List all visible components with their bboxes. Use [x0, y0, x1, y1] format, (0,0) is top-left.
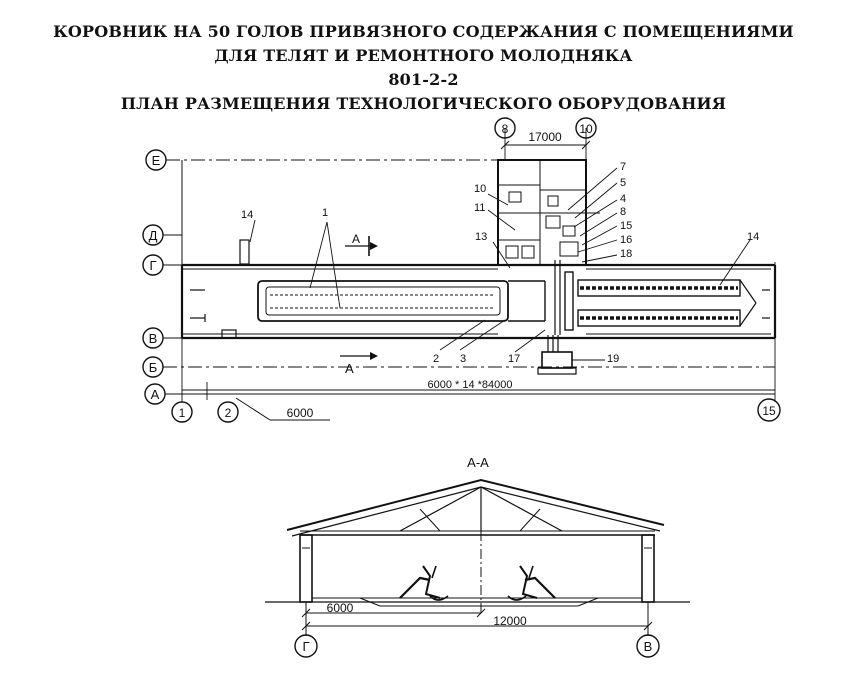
callout-19: 19 [607, 353, 619, 365]
callout-1: 1 [322, 207, 328, 219]
axis-label-d: Д [149, 228, 158, 243]
title-line-2: ДЛЯ ТЕЛЯТ И РЕМОНТНОГО МОЛОДНЯКА [214, 46, 633, 65]
axis-label-2: 2 [225, 406, 232, 420]
callout-3: 3 [460, 353, 466, 365]
title-line-3: 801-2-2 [388, 70, 459, 89]
section-dimensions: 6000 12000 [301, 601, 653, 636]
section-axis-v: В [644, 639, 653, 654]
axis-label-a: А [151, 387, 160, 402]
section-floor [265, 597, 690, 607]
section-axis-g: Г [302, 639, 309, 654]
title-line-1: КОРОВНИК НА 50 ГОЛОВ ПРИВЯЗНОГО СОДЕРЖАН… [53, 22, 794, 41]
callout-leaders [249, 167, 751, 361]
callout-17: 17 [508, 353, 520, 365]
callout-7: 7 [620, 161, 626, 173]
axis-label-b: Б [149, 360, 158, 375]
section-view: А-А [265, 455, 690, 658]
callout-8: 8 [620, 206, 626, 218]
dim-section-6000: 6000 [327, 601, 354, 615]
dim-section-12000: 12000 [493, 614, 527, 628]
dimensions: 17000 6000 * 14 *84000 6000 [182, 130, 775, 421]
axis-label-1: 1 [179, 406, 186, 420]
callout-10: 10 [474, 183, 486, 195]
axis-label-15: 15 [762, 404, 776, 418]
callout-15: 15 [620, 220, 632, 232]
section-axis-markers: Г В [294, 634, 660, 658]
callout-14-left: 14 [241, 209, 253, 221]
axis-label-v: В [149, 331, 158, 346]
axis-label-8: 8 [502, 122, 509, 136]
callout-4: 4 [620, 193, 626, 205]
dim-top-17000: 17000 [528, 130, 562, 144]
row-axis-markers: Е Д Г В Б А [142, 149, 167, 405]
section-feeders [399, 531, 556, 615]
callout-16: 16 [620, 234, 632, 246]
section-label-bottom: А [345, 361, 354, 376]
callout-18: 18 [620, 248, 632, 260]
column-axis-markers: 8 10 1 2 15 [171, 117, 781, 423]
dim-left-6000: 6000 [287, 406, 314, 420]
section-cut-marks: А А [340, 232, 378, 376]
right-stall-rows [554, 260, 757, 335]
manure-conveyor [537, 335, 605, 375]
roof-truss [286, 478, 665, 537]
callout-11: 11 [474, 202, 485, 214]
axis-label-g: Г [149, 258, 156, 273]
callout-2: 2 [433, 353, 439, 365]
axis-label-e: Е [152, 153, 161, 168]
left-stall-row [257, 280, 546, 322]
callout-5: 5 [620, 177, 626, 189]
dim-bottom-total: 6000 * 14 *84000 [427, 379, 512, 391]
callout-14-right: 14 [747, 231, 759, 243]
section-walls [299, 534, 655, 603]
callout-numbers: 1 2 3 4 5 7 8 10 11 13 14 14 15 16 17 18… [241, 161, 759, 365]
section-label-top: А [352, 232, 360, 246]
section-title: А-А [467, 455, 489, 470]
callout-13: 13 [475, 231, 487, 243]
axis-label-10: 10 [579, 122, 593, 136]
title-line-4: ПЛАН РАЗМЕЩЕНИЯ ТЕХНОЛОГИЧЕСКОГО ОБОРУДО… [120, 94, 727, 113]
